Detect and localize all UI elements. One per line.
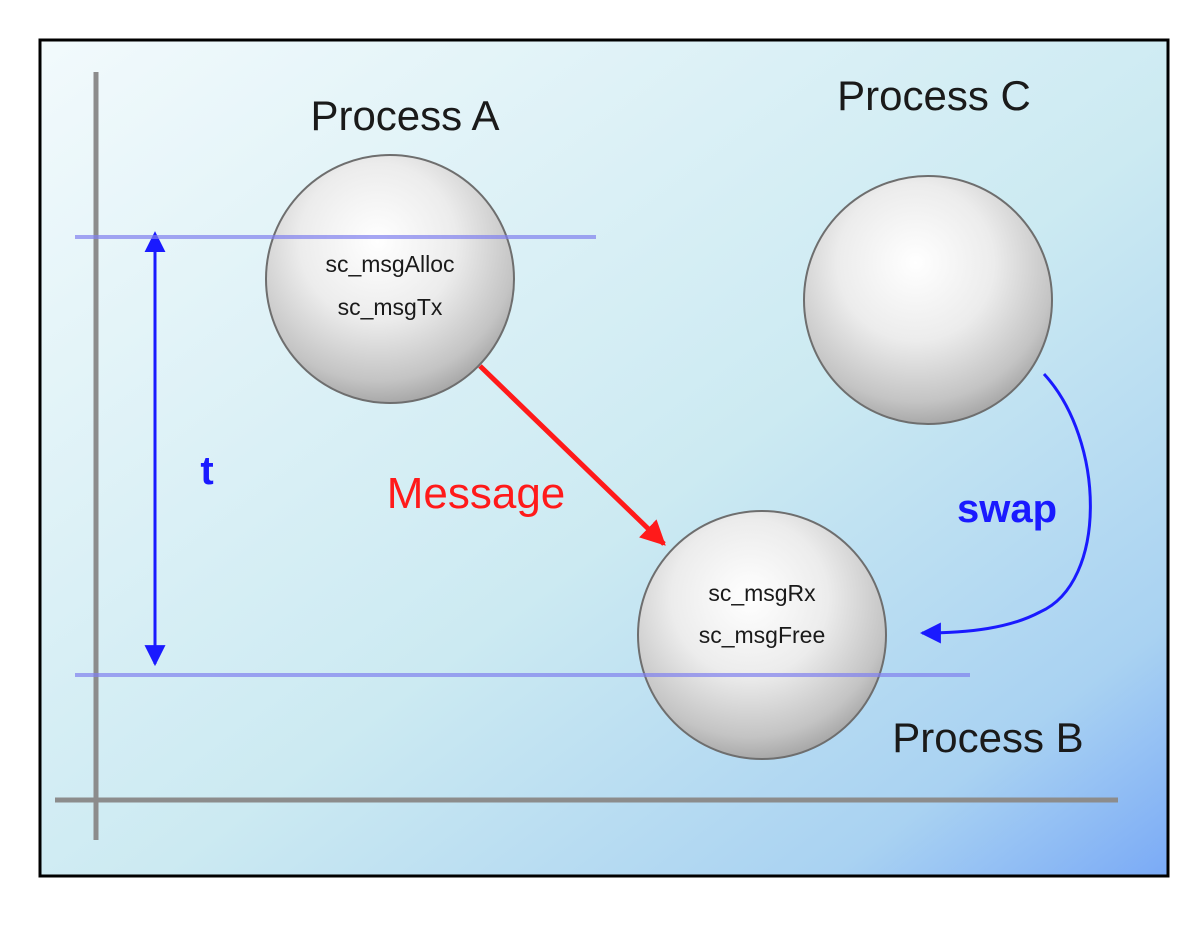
process-b-label: Process B <box>892 714 1083 761</box>
time-label: t <box>200 449 213 493</box>
process-c-sphere <box>803 175 1053 425</box>
process-c-label: Process C <box>837 72 1031 119</box>
swap-arrow <box>919 372 1092 644</box>
process-b-call: sc_msgFree <box>699 622 826 648</box>
process-a-call: sc_msgAlloc <box>325 251 454 277</box>
message-arrow <box>478 364 666 546</box>
process-a-label: Process A <box>310 92 499 139</box>
message-label: Message <box>387 469 566 518</box>
process-a-call: sc_msgTx <box>338 294 443 320</box>
swap-label: swap <box>957 487 1057 531</box>
process-a-sphere <box>265 154 515 404</box>
process-b-sphere <box>637 510 887 760</box>
diagram-frame <box>38 38 1170 878</box>
process-b-call: sc_msgRx <box>708 580 816 606</box>
